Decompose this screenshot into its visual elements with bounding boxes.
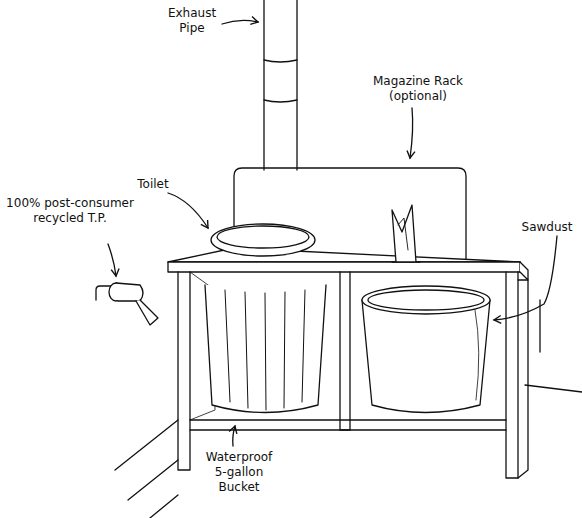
pipe-label: Exhaust Pipe (160, 6, 224, 36)
sawdust-label: Sawdust (516, 220, 578, 235)
rack-label: Magazine Rack (optional) (372, 74, 464, 104)
paper-label: 100% post-consumer recycled T.P. (4, 196, 136, 226)
toilet-label: Toilet (128, 177, 178, 192)
bucket-label: Waterproof 5-gallon Bucket (200, 450, 278, 495)
